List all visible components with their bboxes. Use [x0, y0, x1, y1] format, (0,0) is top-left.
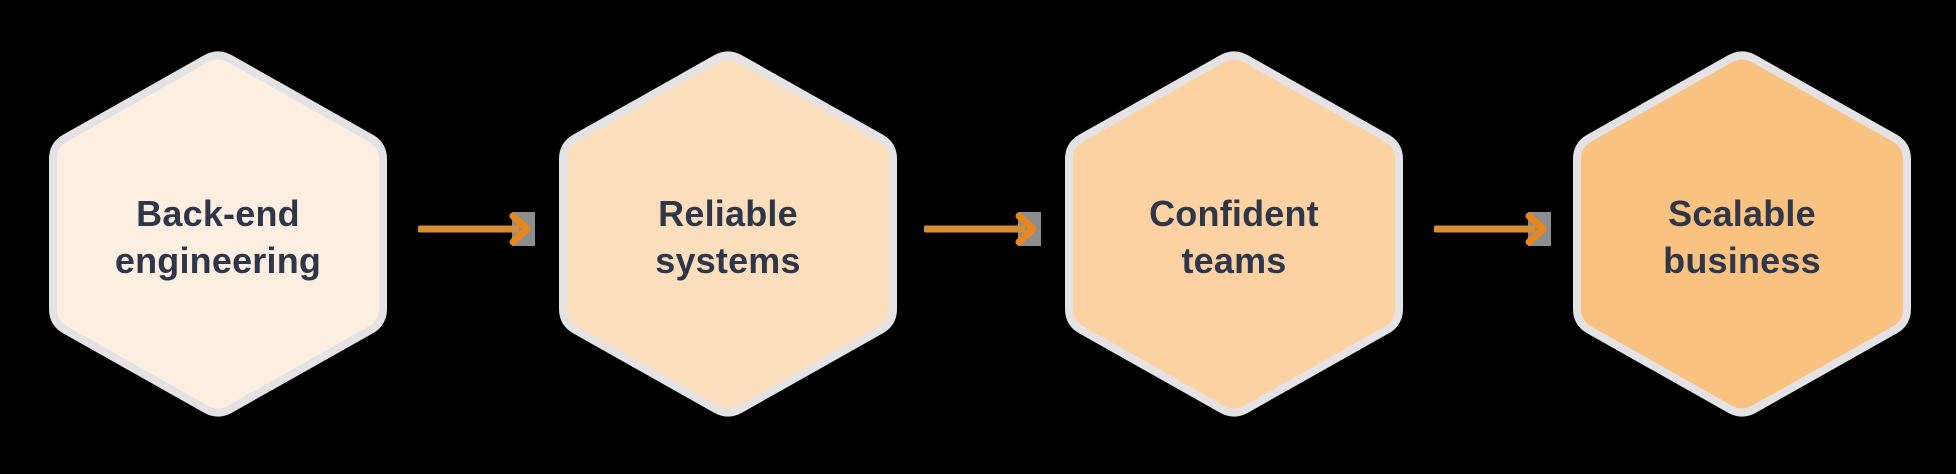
arrowhead-chevron: [1015, 212, 1037, 246]
flow-arrow-2-icon: [924, 212, 1041, 246]
arrowhead-chevron: [1525, 212, 1547, 246]
hexagon-fill-4: [1573, 51, 1911, 417]
hexagon-shape-icon: [1573, 51, 1911, 417]
arrow-shaft: [1434, 225, 1535, 233]
step-hexagon-4: Scalable business: [1572, 47, 1912, 421]
step-3-label: Confident teams: [1149, 193, 1319, 281]
step-1-label: Back-end engineering: [114, 193, 322, 281]
arrowhead-chevron: [509, 212, 531, 246]
step-4-label: Scalable business: [1663, 193, 1821, 281]
flow-arrow-3-icon: [1434, 212, 1551, 246]
step-hexagon-2: Reliable systems: [558, 47, 898, 421]
hexagon-fill-2: [559, 51, 897, 417]
flow-arrow-1-icon: [418, 212, 535, 246]
hexagon-shape-icon: [1065, 51, 1403, 417]
hexagon-shape-icon: [49, 51, 387, 417]
hexagon-fill-3: [1065, 51, 1403, 417]
hexagon-fill-1: [49, 51, 387, 417]
step-hexagon-3: Confident teams: [1064, 47, 1404, 421]
step-2-label: Reliable systems: [655, 193, 801, 281]
arrow-shaft: [924, 225, 1025, 233]
arrow-shaft: [418, 225, 519, 233]
step-hexagon-1: Back-end engineering: [48, 47, 388, 421]
hexagon-shape-icon: [559, 51, 897, 417]
